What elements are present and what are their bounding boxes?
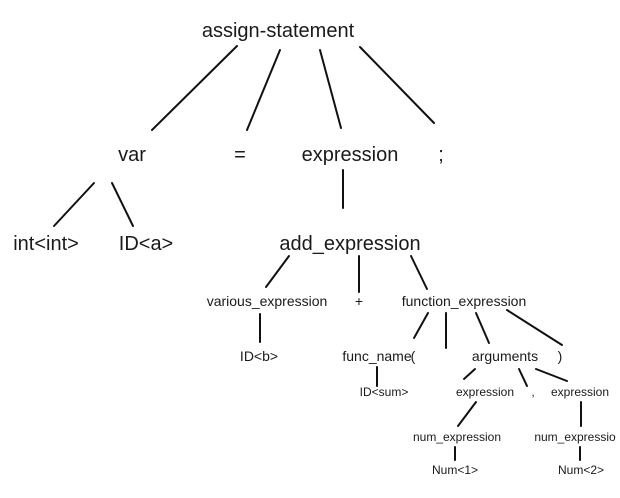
node-expression-arg-2: expression [550,385,610,399]
edge [457,401,477,427]
node-equals: = [234,144,246,166]
node-var: var [118,144,146,166]
node-num-2: Num<2> [557,463,605,477]
node-num-expression-2: num_expressio [534,430,616,444]
node-semicolon: ; [438,144,444,166]
edge [359,46,435,124]
node-rparen: ) [557,348,563,364]
edge [535,368,568,382]
node-lparen: ( [410,348,416,364]
node-int-type: int<int> [13,233,79,255]
node-num-1: Num<1> [431,463,479,477]
edge [265,255,290,288]
edge [518,368,528,387]
edge [151,45,238,131]
node-comma: , [531,385,535,399]
node-id-b: ID<b> [239,348,279,364]
node-expression-arg-1: expression [455,385,515,399]
edge [475,312,490,344]
edge [53,182,95,227]
node-assign-statement: assign-statement [201,20,355,42]
node-expression: expression [301,144,399,166]
node-plus: + [354,293,364,309]
node-arguments: arguments [471,348,539,364]
edge [319,49,342,129]
node-id-sum: ID<sum> [359,385,409,399]
node-add-expression: add_expression [279,233,421,255]
edge [463,368,476,380]
edge [410,255,428,290]
edge [413,312,429,339]
node-function-expression: function_expression [401,293,527,309]
edge [506,309,563,346]
edge [111,182,134,227]
node-num-expression-1: num_expression [412,430,502,444]
node-various-expression: various_expression [206,293,328,309]
node-func-name: func_name [342,348,412,364]
node-id-a: ID<a> [118,233,174,255]
edge [246,49,281,131]
